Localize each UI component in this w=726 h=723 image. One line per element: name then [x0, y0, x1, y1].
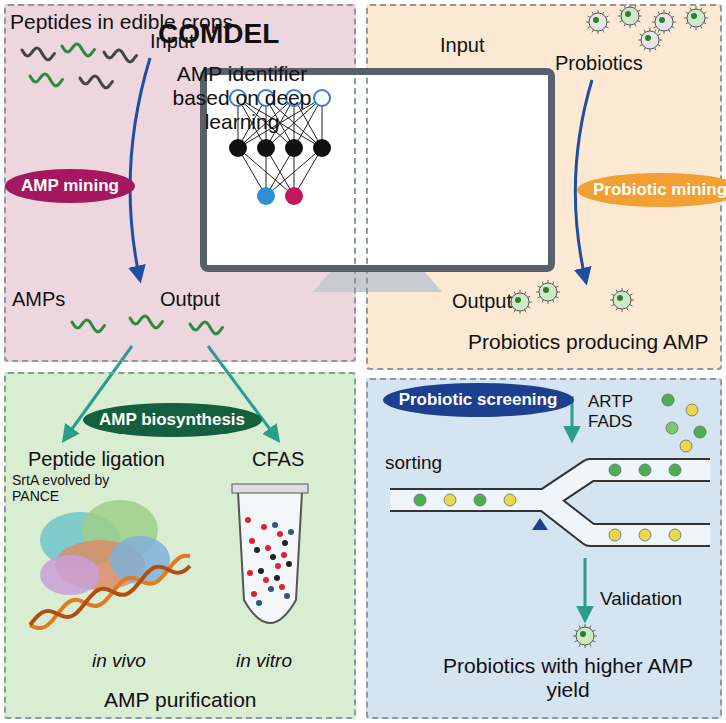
peptide-icon — [22, 48, 55, 60]
probiotics-label: Probiotics — [555, 52, 643, 75]
condition-label: in vivo — [92, 650, 146, 672]
microbe-icon — [610, 288, 634, 312]
validation-label: Validation — [600, 588, 682, 610]
output-label: Output — [452, 290, 512, 313]
ellipse-label: Probiotic mining — [593, 180, 726, 200]
tool-name: COMDEL — [158, 18, 279, 50]
ellipse-label: Probiotic screening — [399, 390, 558, 410]
cell-dot — [662, 394, 674, 406]
microfluidic-channel — [390, 470, 710, 535]
cell-dot — [609, 529, 621, 541]
monitor-stand — [313, 272, 442, 292]
cell-dot — [609, 464, 621, 476]
ellipse-label: AMP biosynthesis — [99, 410, 245, 430]
microbe-icon — [536, 280, 560, 304]
condition-label: in vitro — [236, 650, 292, 672]
mining-panel: Peptides in edible cropsInputOutputAMPsA… — [4, 4, 356, 362]
screening-panel: ARTP FADS sortingValidationProbiotics wit… — [366, 378, 722, 719]
biosynthesis-ellipse: AMP biosynthesis — [82, 402, 263, 438]
cell-dot — [414, 494, 426, 506]
method-label: ARTP FADS — [588, 392, 648, 431]
peptide-icon — [190, 322, 223, 334]
biosynthesis-panel: Peptide ligationSrtA evolved by PANCE CFA… — [4, 372, 356, 719]
cell-dot — [504, 494, 516, 506]
peptide-icon — [30, 74, 63, 86]
peptide-icon — [62, 44, 95, 56]
microbe-icon — [638, 28, 662, 52]
peptide-icon — [72, 320, 105, 332]
cell-dot — [669, 529, 681, 541]
peptide-icon — [80, 76, 113, 88]
mining-ellipse: Probiotic mining — [576, 172, 726, 208]
output-label: Output — [160, 288, 220, 311]
protein-illustration — [30, 500, 190, 628]
arrow — [584, 558, 587, 620]
peptide-icon — [104, 50, 137, 62]
peptide-icon — [130, 316, 163, 328]
result-label: AMP purification — [104, 688, 257, 712]
result-label: Probiotics with higher AMP yield — [420, 654, 716, 702]
arrow — [130, 58, 150, 280]
cell-dot — [669, 464, 681, 476]
microbe-icon — [652, 10, 676, 34]
enzyme-label: SrtA evolved by PANCE — [12, 472, 112, 504]
amps-label: AMPs — [12, 288, 65, 311]
method-label: CFAS — [252, 448, 304, 471]
screening-ellipse: Probiotic screening — [382, 382, 575, 418]
sorting-electrode — [532, 518, 548, 530]
sorting-label: sorting — [385, 452, 442, 474]
cell-dot — [474, 494, 486, 506]
cell-dot — [639, 529, 651, 541]
microbe-icon — [618, 4, 642, 28]
microbe-icon — [586, 10, 610, 34]
reaction-tube — [232, 484, 308, 623]
cell-dot — [666, 422, 678, 434]
ellipse-label: AMP mining — [21, 176, 119, 196]
cell-dot — [680, 440, 692, 452]
cell-dot — [639, 464, 651, 476]
cell-dot — [444, 494, 456, 506]
microbe-icon — [684, 6, 708, 30]
microbe-icon — [573, 624, 597, 648]
comdel-monitor: COMDELAMP identifier based on deep learn… — [200, 68, 555, 272]
panel-fill — [366, 378, 722, 719]
mining-ellipse: AMP mining — [4, 168, 136, 204]
tool-description: AMP identifier based on deep learning — [148, 62, 336, 134]
panel-fill — [4, 372, 356, 719]
cell-dot — [694, 426, 706, 438]
probiotic-panel: InputProbioticsOutputProbiotics producin… — [366, 4, 722, 370]
cell-dot — [686, 404, 698, 416]
output-description: Probiotics producing AMP — [468, 330, 708, 354]
method-label: Peptide ligation — [28, 448, 165, 471]
input-label: Input — [440, 34, 484, 57]
